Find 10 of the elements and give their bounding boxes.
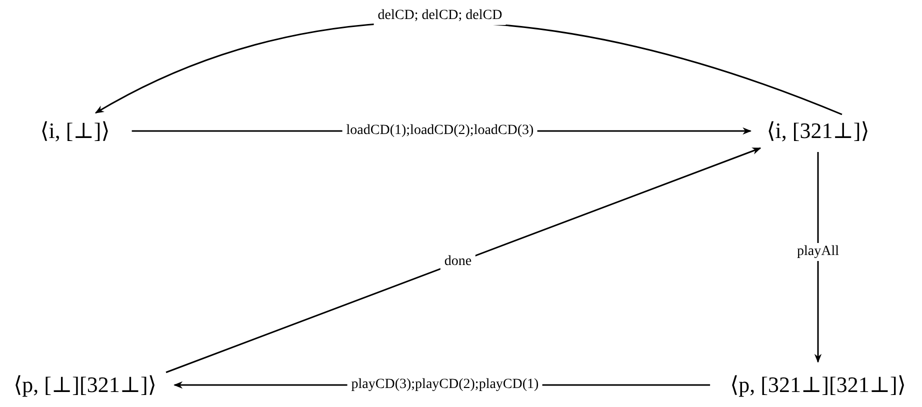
edge-label: delCD; delCD; delCD [374, 7, 506, 25]
edge-label: done [440, 253, 476, 271]
state-label: ⟨p, [⊥][321⊥]⟩ [10, 370, 160, 400]
transition-arrow [814, 152, 822, 363]
state-label: ⟨p, [321⊥][321⊥]⟩ [726, 370, 910, 400]
edge-label: loadCD(1);loadCD(2);loadCD(3) [342, 122, 538, 140]
transition-arrow [166, 147, 762, 374]
state-label: ⟨i, [⊥]⟩ [36, 116, 114, 146]
state-label: ⟨i, [321⊥]⟩ [762, 116, 874, 146]
edge-label: playCD(3);playCD(2);playCD(1) [347, 376, 543, 394]
